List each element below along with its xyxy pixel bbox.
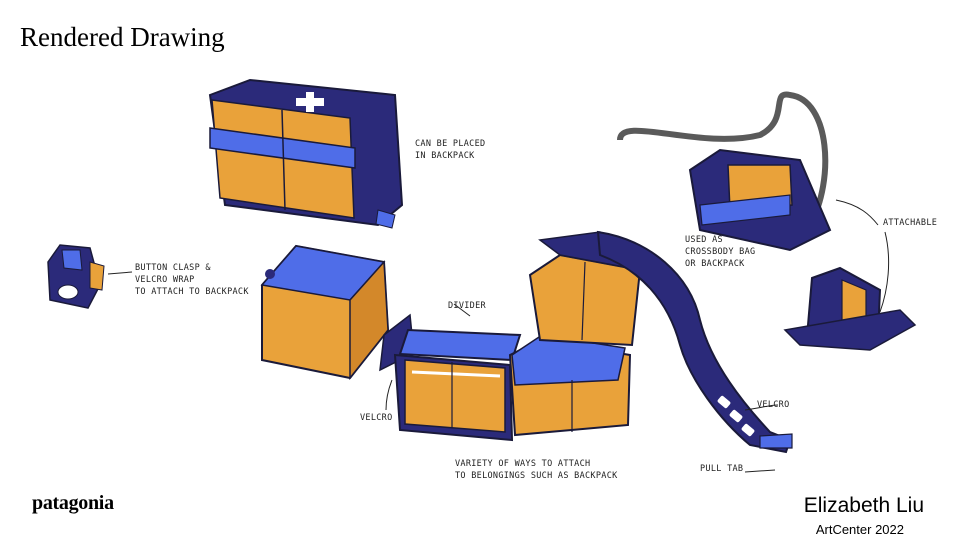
annotation-variety: VARIETY OF WAYS TO ATTACH TO BELONGINGS … [455, 459, 618, 481]
author-name: Elizabeth Liu [803, 494, 924, 517]
clasp-illustration [47, 244, 105, 309]
annotation-divider: DIVIDER [448, 301, 486, 311]
annotation-arrows [107, 199, 890, 473]
author-school: ArtCenter 2022 [815, 522, 904, 537]
annotation-velcro-left: VELCRO [360, 413, 393, 423]
modular-pouch-system [260, 230, 793, 454]
patagonia-logo: patagonia [32, 492, 114, 514]
crossbody-illustration [617, 91, 832, 252]
annotation-pull-tab: PULL TAB [700, 464, 744, 474]
cross-icon [296, 92, 324, 112]
page-title: Rendered Drawing [20, 22, 225, 52]
annotation-backpack: CAN BE PLACED IN BACKPACK [415, 139, 486, 161]
annotation-clasp: BUTTON CLASP & VELCRO WRAP TO ATTACH TO … [135, 263, 249, 297]
closed-pouch-illustration [208, 78, 404, 229]
attachable-illustration [783, 266, 917, 351]
annotation-crossbody: USED AS CROSSBODY BAG OR BACKPACK [685, 235, 756, 269]
annotation-attachable: ATTACHABLE [883, 218, 938, 228]
annotation-velcro-right: VELCRO [757, 400, 790, 410]
